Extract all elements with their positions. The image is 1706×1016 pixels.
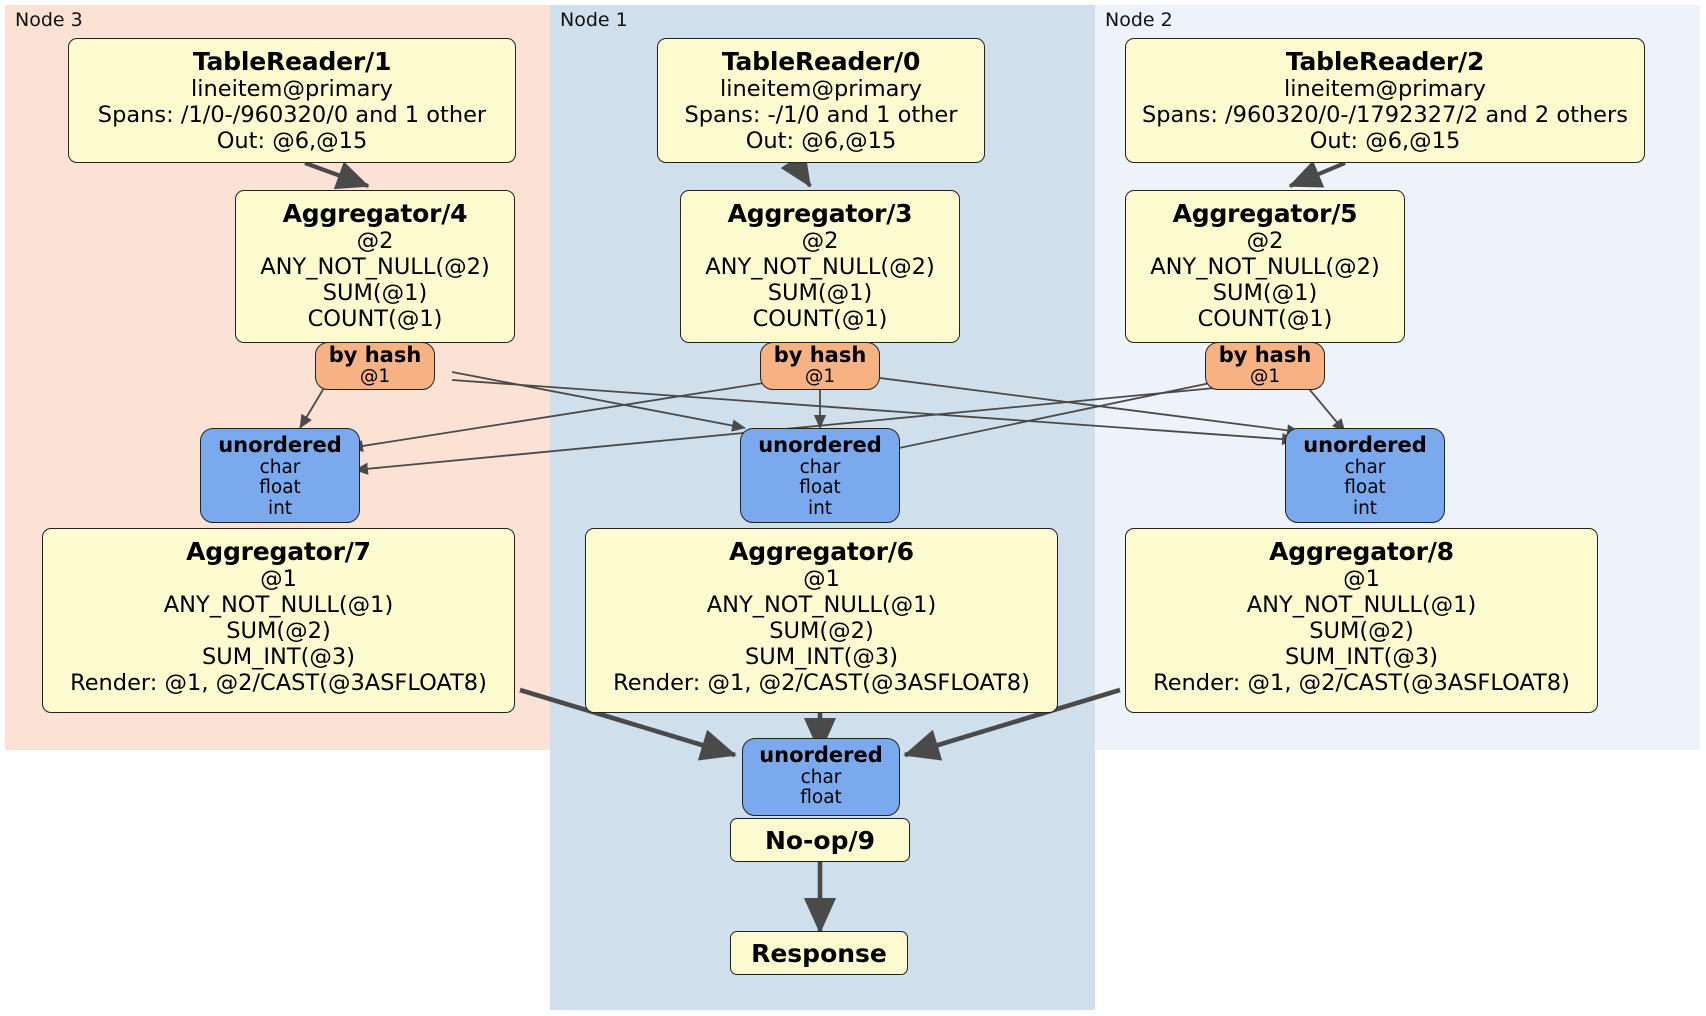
processor-box-aggregator[interactable]: Aggregator/3 @2 ANY_NOT_NULL(@2) SUM(@1)… bbox=[680, 190, 960, 343]
processor-out: Out: @6,@15 bbox=[745, 128, 897, 155]
processor-title: Aggregator/7 bbox=[186, 537, 371, 566]
processor-group-col: @2 bbox=[356, 228, 394, 254]
processor-box-aggregator[interactable]: Aggregator/6 @1 ANY_NOT_NULL(@1) SUM(@2)… bbox=[585, 528, 1058, 713]
processor-agg-fn: COUNT(@1) bbox=[752, 306, 888, 333]
processor-agg-fn: SUM(@2) bbox=[769, 618, 874, 645]
processor-group-col: @2 bbox=[801, 228, 839, 254]
output-router-by-hash[interactable]: by hash @1 bbox=[760, 342, 880, 390]
processor-title: Aggregator/5 bbox=[1172, 199, 1358, 228]
processor-agg-fn: ANY_NOT_NULL(@2) bbox=[260, 254, 490, 281]
response-label: Response bbox=[751, 938, 887, 968]
processor-title: Aggregator/6 bbox=[729, 537, 914, 566]
processor-spans: Spans: /960320/0-/1792327/2 and 2 others bbox=[1141, 102, 1628, 129]
processor-agg-fn: ANY_NOT_NULL(@1) bbox=[163, 592, 394, 619]
synchronizer-type: char bbox=[800, 766, 842, 788]
input-synchronizer-unordered[interactable]: unordered char float int bbox=[740, 428, 900, 523]
processor-out: Out: @6,@15 bbox=[216, 128, 368, 155]
processor-agg-fn: COUNT(@1) bbox=[307, 306, 443, 333]
router-column: @1 bbox=[804, 366, 836, 388]
processor-render: Render: @1, @2/CAST(@3ASFLOAT8) bbox=[1153, 670, 1570, 697]
router-title: by hash bbox=[328, 342, 422, 367]
processor-agg-fn: SUM(@2) bbox=[226, 618, 331, 645]
synchronizer-title: unordered bbox=[218, 433, 342, 457]
processor-agg-fn: ANY_NOT_NULL(@1) bbox=[1246, 592, 1477, 619]
processor-agg-fn: SUM_INT(@3) bbox=[1285, 644, 1438, 671]
input-synchronizer-unordered[interactable]: unordered char float int bbox=[1285, 428, 1445, 523]
synchronizer-type: char bbox=[799, 456, 841, 478]
processor-box-tablereader[interactable]: TableReader/1 lineitem@primary Spans: /1… bbox=[68, 38, 516, 163]
processor-box-tablereader[interactable]: TableReader/2 lineitem@primary Spans: /9… bbox=[1125, 38, 1645, 163]
processor-agg-fn: SUM(@1) bbox=[767, 280, 873, 307]
processor-agg-fn: ANY_NOT_NULL(@1) bbox=[706, 592, 937, 619]
synchronizer-type: int bbox=[1352, 497, 1378, 519]
synchronizer-type: float bbox=[800, 787, 842, 809]
processor-table: lineitem@primary bbox=[720, 76, 922, 102]
synchronizer-type: char bbox=[1344, 456, 1386, 478]
processor-box-aggregator[interactable]: Aggregator/7 @1 ANY_NOT_NULL(@1) SUM(@2)… bbox=[42, 528, 515, 713]
synchronizer-type: int bbox=[267, 497, 293, 519]
processor-box-aggregator[interactable]: Aggregator/4 @2 ANY_NOT_NULL(@2) SUM(@1)… bbox=[235, 190, 515, 343]
processor-title: Aggregator/8 bbox=[1269, 537, 1454, 566]
processor-box-tablereader[interactable]: TableReader/0 lineitem@primary Spans: -/… bbox=[657, 38, 985, 163]
node-region-label: Node 1 bbox=[560, 9, 628, 31]
router-title: by hash bbox=[773, 342, 867, 367]
processor-title: TableReader/2 bbox=[1285, 47, 1485, 76]
processor-table: lineitem@primary bbox=[1284, 76, 1486, 102]
processor-title: TableReader/1 bbox=[192, 47, 392, 76]
processor-spans: Spans: /1/0-/960320/0 and 1 other bbox=[97, 102, 487, 129]
processor-spans: Spans: -/1/0 and 1 other bbox=[684, 102, 958, 129]
processor-agg-fn: SUM(@2) bbox=[1309, 618, 1414, 645]
processor-agg-fn: SUM_INT(@3) bbox=[202, 644, 355, 671]
processor-group-col: @1 bbox=[1343, 566, 1380, 592]
processor-agg-fn: SUM_INT(@3) bbox=[745, 644, 898, 671]
noop-label: No-op/9 bbox=[764, 825, 876, 855]
synchronizer-type: char bbox=[259, 456, 301, 478]
processor-group-col: @1 bbox=[260, 566, 297, 592]
processor-title: Aggregator/4 bbox=[282, 199, 468, 228]
synchronizer-type: float bbox=[799, 477, 841, 499]
processor-agg-fn: COUNT(@1) bbox=[1197, 306, 1333, 333]
router-column: @1 bbox=[359, 366, 391, 388]
synchronizer-type: float bbox=[1344, 477, 1386, 499]
synchronizer-type: int bbox=[807, 497, 833, 519]
processor-agg-fn: ANY_NOT_NULL(@2) bbox=[705, 254, 935, 281]
input-synchronizer-unordered[interactable]: unordered char float int bbox=[200, 428, 360, 523]
processor-box-aggregator[interactable]: Aggregator/5 @2 ANY_NOT_NULL(@2) SUM(@1)… bbox=[1125, 190, 1405, 343]
processor-render: Render: @1, @2/CAST(@3ASFLOAT8) bbox=[613, 670, 1030, 697]
processor-box-aggregator[interactable]: Aggregator/8 @1 ANY_NOT_NULL(@1) SUM(@2)… bbox=[1125, 528, 1598, 713]
output-router-by-hash[interactable]: by hash @1 bbox=[315, 342, 435, 390]
synchronizer-title: unordered bbox=[758, 433, 882, 457]
processor-out: Out: @6,@15 bbox=[1309, 128, 1461, 155]
processor-agg-fn: SUM(@1) bbox=[1212, 280, 1318, 307]
processor-group-col: @2 bbox=[1246, 228, 1284, 254]
synchronizer-title: unordered bbox=[1303, 433, 1427, 457]
processor-title: TableReader/0 bbox=[721, 47, 921, 76]
processor-title: Aggregator/3 bbox=[727, 199, 913, 228]
processor-table: lineitem@primary bbox=[191, 76, 393, 102]
response-box[interactable]: Response bbox=[730, 931, 908, 975]
processor-agg-fn: SUM(@1) bbox=[322, 280, 428, 307]
processor-box-noop[interactable]: No-op/9 bbox=[730, 818, 910, 862]
router-column: @1 bbox=[1249, 366, 1281, 388]
router-title: by hash bbox=[1218, 342, 1312, 367]
node-region-label: Node 2 bbox=[1105, 9, 1173, 31]
synchronizer-title: unordered bbox=[759, 743, 883, 767]
output-router-by-hash[interactable]: by hash @1 bbox=[1205, 342, 1325, 390]
node-region-label: Node 3 bbox=[15, 9, 83, 31]
processor-group-col: @1 bbox=[803, 566, 840, 592]
synchronizer-type: float bbox=[259, 477, 301, 499]
processor-agg-fn: ANY_NOT_NULL(@2) bbox=[1150, 254, 1380, 281]
input-synchronizer-unordered-final[interactable]: unordered char float bbox=[742, 738, 900, 816]
processor-render: Render: @1, @2/CAST(@3ASFLOAT8) bbox=[70, 670, 487, 697]
